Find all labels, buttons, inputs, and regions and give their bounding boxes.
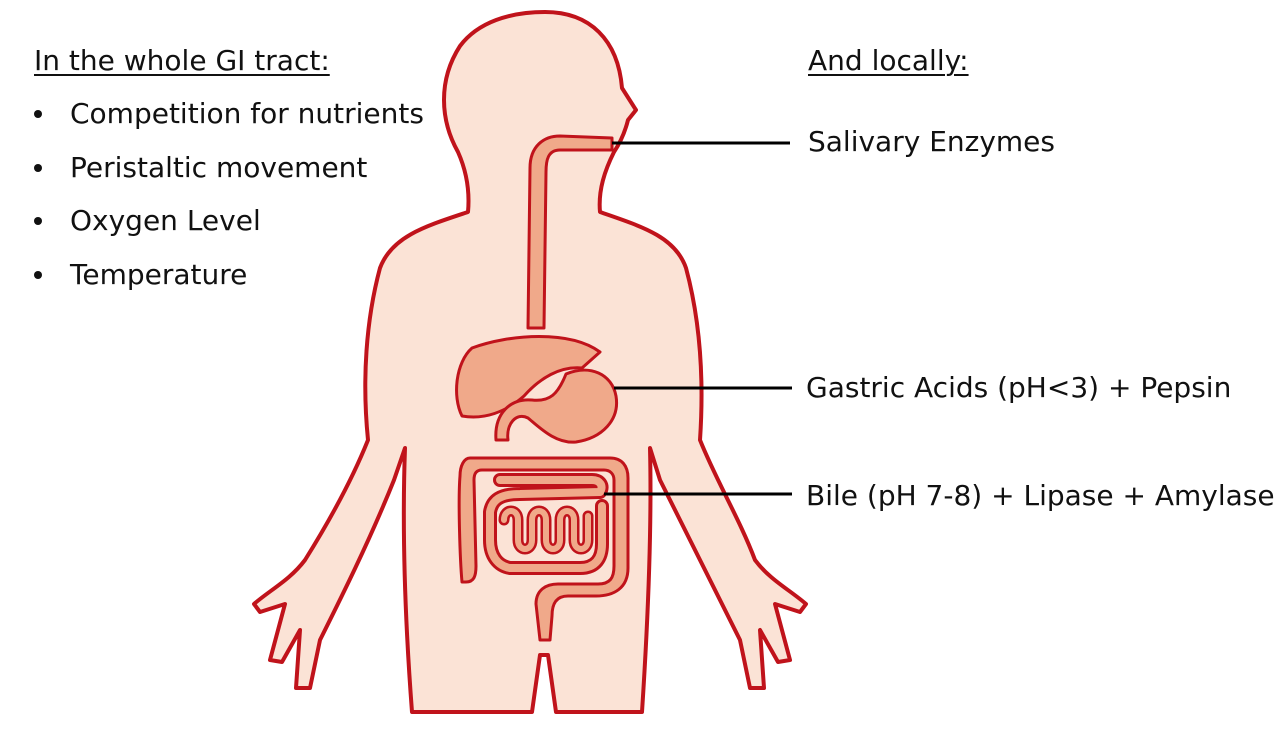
list-item-temperature: Temperature (34, 257, 424, 311)
large-intestine (457, 456, 630, 642)
list-item-oxygen: Oxygen Level (34, 203, 424, 257)
esophagus (526, 134, 614, 330)
stomach (494, 368, 619, 444)
gastric-acids-label: Gastric Acids (pH<3) + Pepsin (806, 371, 1232, 404)
whole-gi-tract-factors-list: Competition for nutrients Peristaltic mo… (34, 96, 424, 310)
salivary-enzymes-label: Salivary Enzymes (808, 125, 1055, 158)
whole-gi-tract-heading: In the whole GI tract: (34, 44, 330, 77)
liver (455, 335, 602, 419)
locally-heading: And locally: (808, 44, 969, 77)
small-intestine (483, 473, 609, 575)
bile-lipase-amylase-label: Bile (pH 7-8) + Lipase + Amylase (806, 479, 1275, 512)
list-item-peristaltic: Peristaltic movement (34, 150, 424, 204)
list-item-competition: Competition for nutrients (34, 96, 424, 150)
